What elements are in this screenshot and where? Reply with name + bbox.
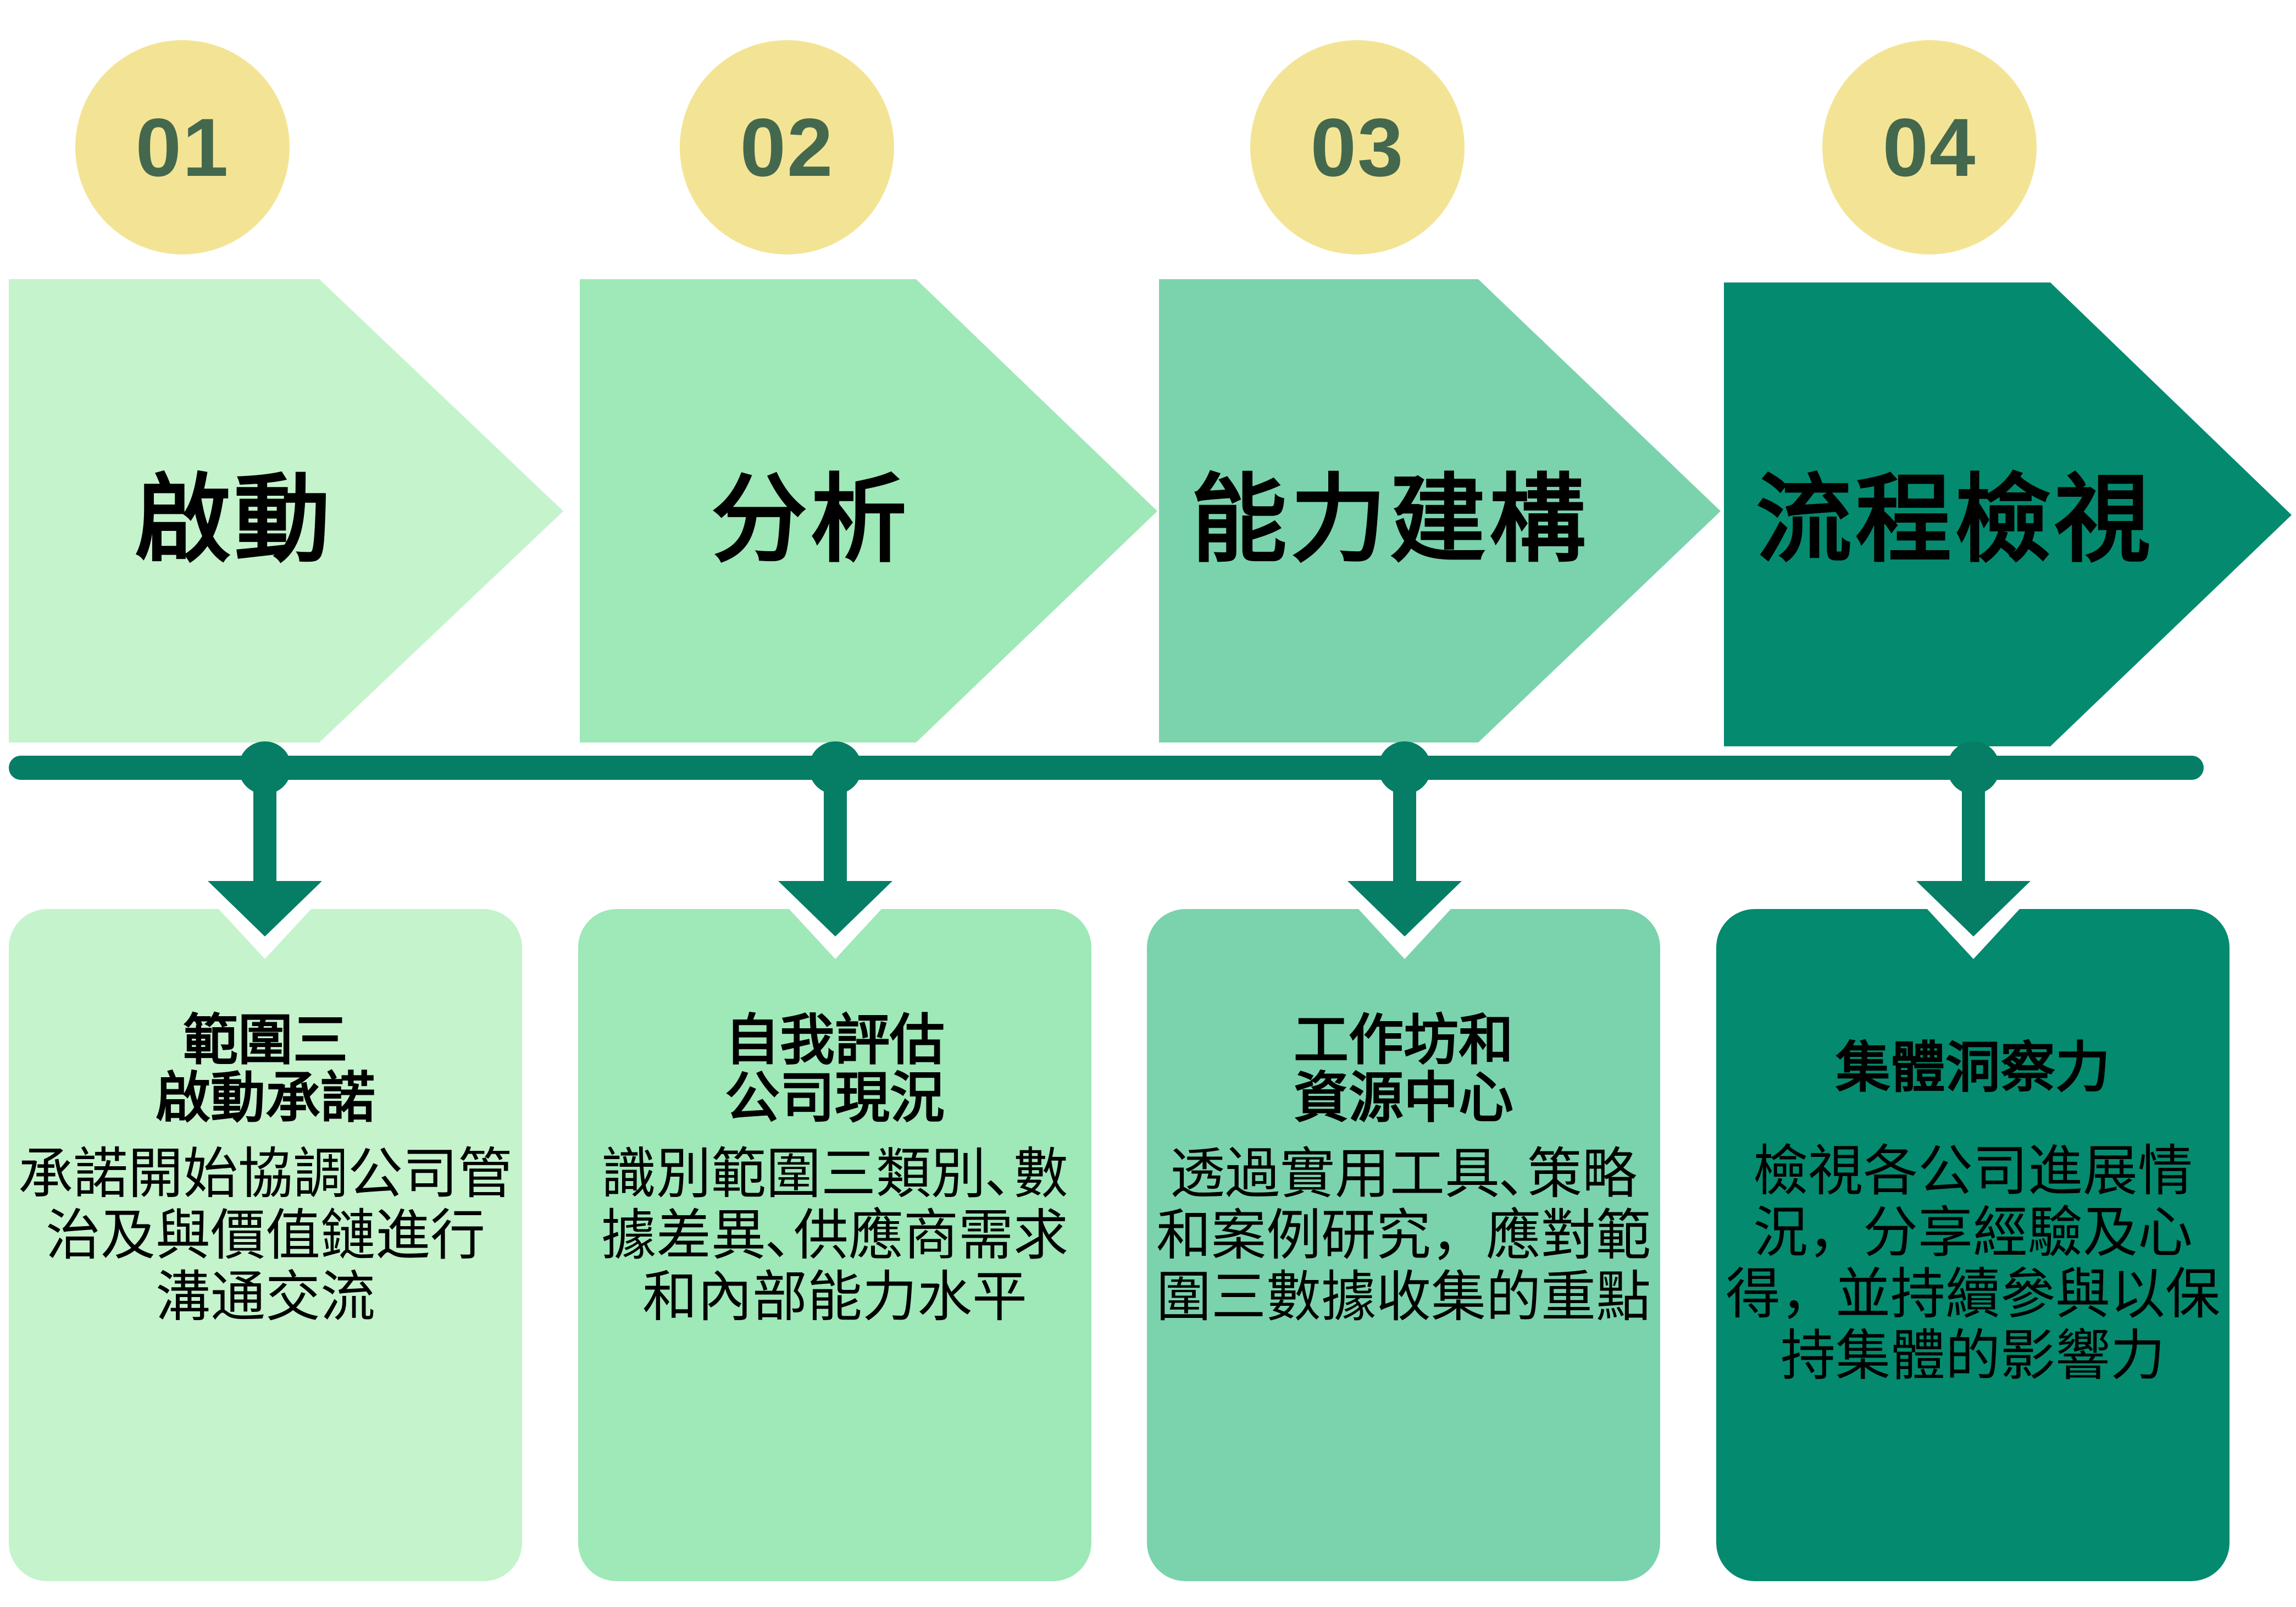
step-title-1: 啟動 [135,464,334,576]
step-number-badge-4: 04 [1822,40,2037,254]
connector-4 [1916,741,2031,937]
connector-1 [208,741,322,937]
card-description: 識別範圍三類別､數 據差異､供應商需求 和內部能力水平 [578,1143,1091,1328]
card-heading-line: 範圍三 [183,1008,348,1072]
connector-stem-2 [824,768,847,886]
card-heading-line: 啟動承諾 [156,1066,375,1130]
card-body-line: 況，分享經驗及心 [1753,1200,2193,1265]
connector-stem-1 [253,768,276,886]
card-body-line: 得，並持續參與以保 [1726,1262,2220,1326]
step-number: 03 [1310,101,1405,193]
step-2-card [578,909,1091,1581]
card-body-line: 圍三數據收集的重點 [1156,1265,1651,1329]
card-body-line: 承諾開始協調公司管 [18,1141,513,1206]
step-card-2-text: 自我評估 公司現況 識別範圍三類別､數 據差異､供應商需求 和內部能力水平 [578,1011,1091,1328]
card-heading-line: 自我評估 [725,1008,945,1072]
step-3-chevron [1159,279,1721,742]
card-body-line: 治及與價值鏈進行 [46,1203,485,1267]
step-number: 01 [135,101,230,193]
step-title-2: 分析 [711,464,910,576]
card-body-line: 持集體的影響力 [1781,1323,2165,1388]
step-title-4: 流程檢視 [1756,464,2154,576]
arrow-down-icon [208,881,322,937]
card-description: 透過實用工具､策略 和案例研究，應對範 圍三數據收集的重點 [1147,1143,1660,1328]
card-heading: 工作坊和 資源中心 [1147,1011,1660,1127]
step-2-chevron [580,279,1157,742]
card-body-line: 透過實用工具､策略 [1170,1141,1637,1206]
card-body-line: 和內部能力水平 [642,1265,1027,1329]
card-heading-line: 資源中心 [1294,1066,1513,1130]
card-heading: 範圍三 啟動承諾 [9,1011,522,1127]
connector-2 [778,741,892,937]
card-heading-line: 集體洞察力 [1835,1035,2110,1100]
card-heading-line: 公司現況 [725,1066,945,1130]
card-body-line: 識別範圍三類別､數 [601,1141,1068,1206]
step-number-badge-3: 03 [1250,40,1465,254]
step-number: 02 [740,101,834,193]
step-4 [1716,282,2292,1581]
connector-3 [1347,741,1462,937]
card-heading: 集體洞察力 [1716,1039,2230,1096]
card-body-line: 和案例研究，應對範 [1156,1203,1651,1267]
card-description: 承諾開始協調公司管 治及與價值鏈進行 溝通交流 [9,1143,522,1328]
card-description: 檢視各公司進展情 況，分享經驗及心 得，並持續參與以保 持集體的影響力 [1716,1140,2230,1387]
step-4-chevron [1724,282,2292,746]
arrow-down-icon [1916,881,2031,937]
step-1-chevron [9,279,563,742]
connector-stem-4 [1962,768,1985,886]
step-number-badge-2: 02 [680,40,894,254]
step-3-card [1147,909,1660,1581]
step-card-4-text: 集體洞察力 檢視各公司進展情 況，分享經驗及心 得，並持續參與以保 持集體的影響… [1716,1039,2230,1387]
step-3 [1147,279,1721,1581]
card-body-line: 檢視各公司進展情 [1753,1139,2193,1203]
card-heading: 自我評估 公司現況 [578,1011,1091,1127]
card-body-line: 溝通交流 [156,1265,375,1329]
connector-stem-3 [1393,768,1416,886]
arrow-down-icon [778,881,892,937]
step-4-card [1716,909,2230,1581]
card-body-line: 據差異､供應商需求 [601,1203,1068,1267]
step-1-card [9,909,522,1581]
step-card-3-text: 工作坊和 資源中心 透過實用工具､策略 和案例研究，應對範 圍三數據收集的重點 [1147,1011,1660,1328]
step-number: 04 [1882,101,1977,193]
step-number-badge-1: 01 [75,40,290,254]
arrow-down-icon [1347,881,1462,937]
step-card-1-text: 範圍三 啟動承諾 承諾開始協調公司管 治及與價值鏈進行 溝通交流 [9,1011,522,1328]
step-title-3: 能力建構 [1191,464,1589,576]
step-1 [9,279,563,1581]
card-heading-line: 工作坊和 [1294,1008,1513,1072]
step-2 [578,279,1157,1581]
